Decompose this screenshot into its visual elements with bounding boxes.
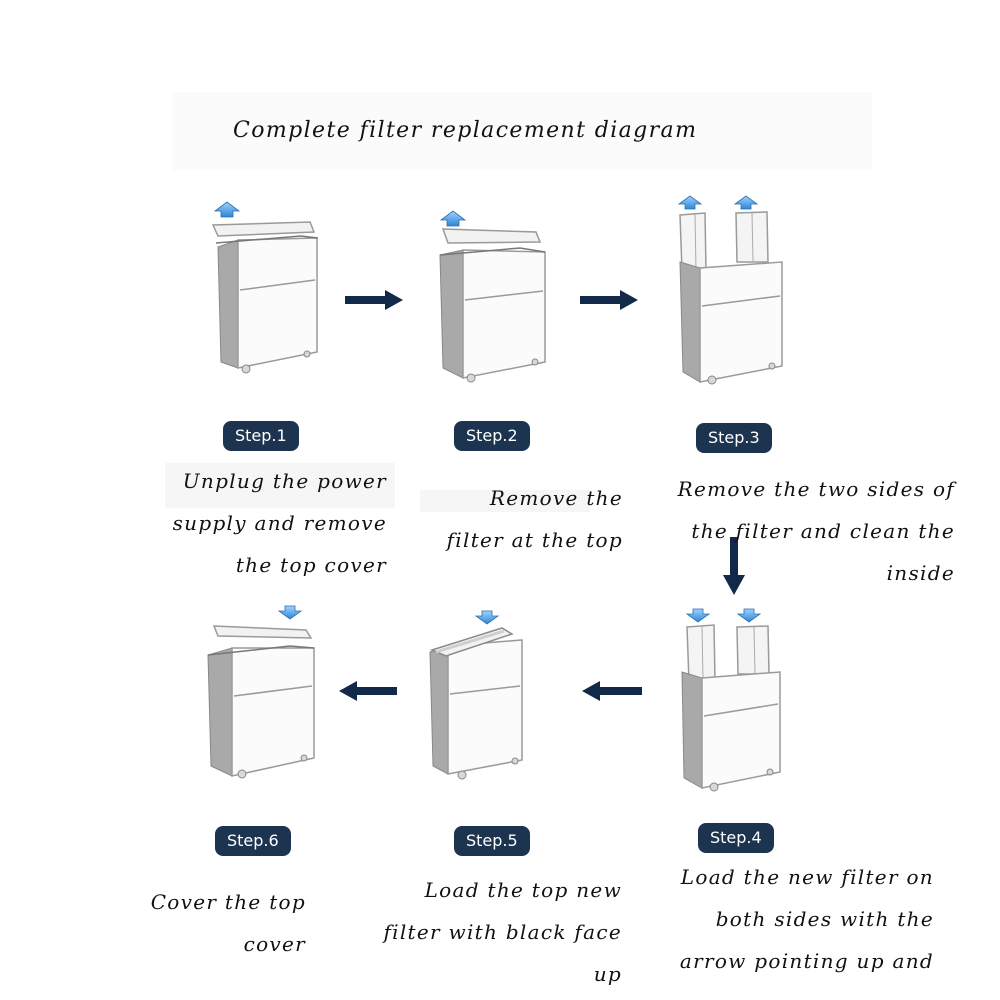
navy-arrow-icon <box>345 290 403 310</box>
step-1-purifier <box>211 221 319 374</box>
step-3-purifier <box>679 211 783 385</box>
step-2-badge: Step.2 <box>454 421 530 451</box>
caption-line: supply and remove <box>172 511 387 535</box>
caption-line: both sides with the <box>715 907 934 931</box>
caption-line: inside <box>886 561 955 585</box>
title-background <box>172 92 872 170</box>
caption-line: Cover the top <box>150 890 306 914</box>
caption-line: filter with black face <box>383 920 622 944</box>
navy-arrow-icon <box>339 681 397 701</box>
caption-line: up <box>593 962 622 986</box>
caption-line: Remove the <box>489 486 623 510</box>
caption-background-1 <box>165 463 395 508</box>
caption-line: Remove the two sides of <box>677 477 955 501</box>
step-4-badge: Step.4 <box>698 823 774 853</box>
step-2-caption: Remove the filter at the top <box>447 477 623 561</box>
blue-arrow-up-icon <box>677 195 703 210</box>
step-3-badge: Step.3 <box>696 423 772 453</box>
step-1-badge: Step.1 <box>223 421 299 451</box>
step-2-purifier <box>439 228 546 383</box>
navy-arrow-icon <box>582 681 642 701</box>
step-4-purifier <box>681 624 781 792</box>
caption-line: arrow pointing up and <box>679 949 934 973</box>
navy-arrow-icon <box>723 537 745 595</box>
navy-arrow-icon <box>580 290 638 310</box>
caption-line: filter at the top <box>446 528 623 552</box>
caption-line: Load the top new <box>424 878 622 902</box>
caption-line: Load the new filter on <box>680 865 934 889</box>
step-6-caption: Cover the top cover <box>151 881 306 965</box>
step-6-badge: Step.6 <box>215 826 291 856</box>
caption-background-2 <box>420 490 590 512</box>
blue-arrow-up-icon <box>213 201 241 218</box>
caption-line: cover <box>243 932 306 956</box>
caption-line: Unplug the power <box>182 469 387 493</box>
caption-line: the top cover <box>235 553 387 577</box>
step-3-caption: Remove the two sides of the filter and c… <box>678 468 955 594</box>
step-6-purifier <box>207 625 315 779</box>
blue-arrow-down-icon <box>736 608 762 623</box>
step-4-caption: Load the new filter on both sides with t… <box>680 856 934 982</box>
caption-line: the filter and clean the <box>691 519 955 543</box>
step-5-caption: Load the top new filter with black face … <box>383 869 622 995</box>
step-5-purifier <box>429 627 523 780</box>
blue-arrow-down-icon <box>685 608 711 623</box>
step-1-caption: Unplug the power supply and remove the t… <box>173 460 387 586</box>
blue-arrow-down-icon <box>474 610 500 625</box>
step-5-badge: Step.5 <box>454 826 530 856</box>
blue-arrow-up-icon <box>439 210 467 227</box>
blue-arrow-up-icon <box>733 195 759 210</box>
blue-arrow-down-icon <box>277 605 303 620</box>
diagram-title: Complete filter replacement diagram <box>233 118 698 143</box>
